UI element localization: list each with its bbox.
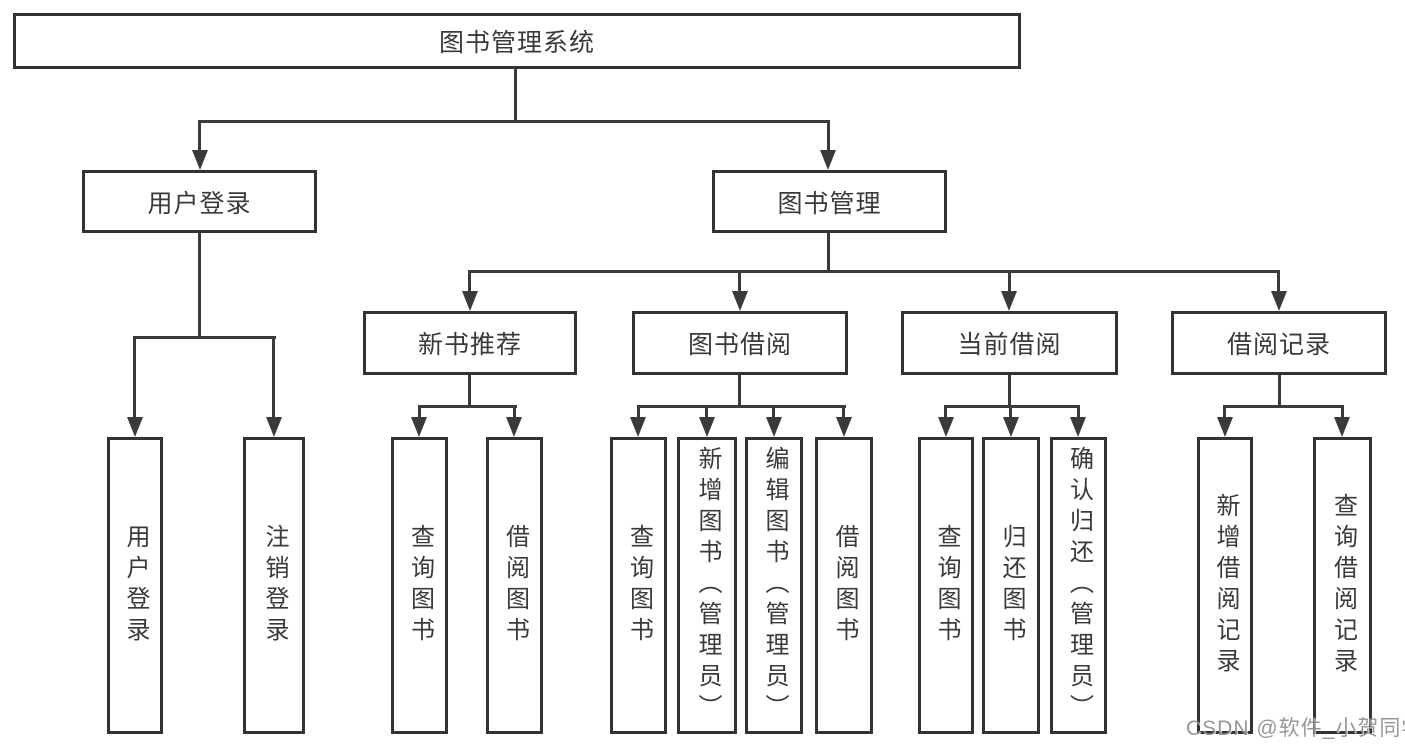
leaf-borrow-books: 借阅图书 [815,437,873,734]
arrowhead-down [266,417,282,437]
node-label: 图书管理系统 [438,29,595,57]
arrowhead-down [630,417,646,437]
leaf-query-borrow-record: 查询借阅记录 [1313,437,1372,734]
connector-line [468,270,1280,273]
connector-line [133,336,136,419]
arrowhead-down [1271,291,1287,311]
connector-line [1341,405,1344,419]
leaf-query-books: 查询图书 [391,437,448,734]
connector-line [772,405,775,419]
leaf-label: 编辑图书（管理员） [761,446,788,725]
connector-line [468,270,471,293]
connector-line [418,405,517,408]
connector-line [637,405,640,419]
connector-line [513,405,516,419]
leaf-add-books-admin: 新增图书（管理员） [677,437,737,734]
leaf-label: 注销登录 [261,523,288,648]
leaf-label: 查询图书 [625,523,653,648]
leaf-label: 确认归还（管理员） [1065,446,1093,725]
leaf-edit-books-admin: 编辑图书（管理员） [745,437,803,734]
arrowhead-down [1334,417,1350,437]
arrowhead-down [699,417,715,437]
connector-line [1277,270,1280,293]
connector-line [198,233,201,338]
arrowhead-down [1003,417,1019,437]
connector-line [738,270,741,293]
connector-line [1008,375,1011,407]
connector-line [944,405,947,419]
connector-line [272,336,275,419]
connector-line [1077,405,1080,419]
node-label: 图书管理 [777,189,882,218]
connector-line [705,405,708,419]
leaf-label: 借阅图书 [831,523,858,648]
node-label: 图书借阅 [687,331,792,359]
leaf-borrow-books: 借阅图书 [486,437,543,734]
leaf-label: 查询图书 [406,523,434,648]
node-current-borrowing: 当前借阅 [901,311,1118,375]
arrowhead-down [462,291,478,311]
leaf-label: 新增借阅记录 [1212,492,1239,679]
node-book-management: 图书管理 [712,170,947,233]
leaf-label: 查询借阅记录 [1329,492,1357,679]
connector-line [1009,405,1012,419]
arrowhead-down [1217,417,1233,437]
node-library-management-system: 图书管理系统 [13,13,1021,69]
connector-line [1223,405,1344,408]
node-label: 新书推荐 [417,331,522,359]
leaf-confirm-return-admin: 确认归还（管理员） [1050,437,1107,734]
node-book-borrowing: 图书借阅 [632,311,848,375]
node-label: 用户登录 [147,189,252,218]
node-label: 借阅记录 [1226,331,1331,359]
node-new-book-recommendation: 新书推荐 [363,311,577,375]
connector-line [468,375,471,407]
connector-line [198,120,201,152]
arrowhead-down [506,417,522,437]
connector-line [637,405,846,408]
leaf-label: 归还图书 [998,523,1025,648]
leaf-query-books: 查询图书 [610,437,667,734]
leaf-logout-login: 注销登录 [243,437,305,734]
leaf-add-borrow-record: 新增借阅记录 [1197,437,1253,734]
leaf-label: 借阅图书 [501,523,529,648]
connector-line [827,233,830,273]
connector-line [1278,375,1281,407]
arrowhead-down [127,417,143,437]
node-label: 当前借阅 [957,331,1062,359]
leaf-user-login: 用户登录 [107,437,163,734]
connector-line [418,405,421,419]
connector-line [1008,270,1011,293]
arrowhead-down [1070,417,1086,437]
node-borrowing-records: 借阅记录 [1171,311,1387,375]
node-user-login: 用户登录 [82,170,317,233]
arrowhead-down [836,417,852,437]
connector-line [827,120,830,152]
leaf-query-books: 查询图书 [918,437,974,734]
arrowhead-down [938,417,954,437]
connector-line [199,120,830,123]
arrowhead-down [820,150,836,170]
connector-line [514,69,517,120]
arrowhead-down [1001,291,1017,311]
leaf-label: 新增图书（管理员） [694,446,721,725]
arrowhead-down [411,417,427,437]
leaf-return-books: 归还图书 [982,437,1040,734]
connector-line [1223,405,1226,419]
connector-line [842,405,845,419]
arrowhead-down [192,150,208,170]
connector-line [738,375,741,407]
arrowhead-down [766,417,782,437]
leaf-label: 查询图书 [933,523,960,648]
leaf-label: 用户登录 [122,523,149,648]
connector-line [944,405,1080,408]
arrowhead-down [732,291,748,311]
connector-line [133,336,276,339]
